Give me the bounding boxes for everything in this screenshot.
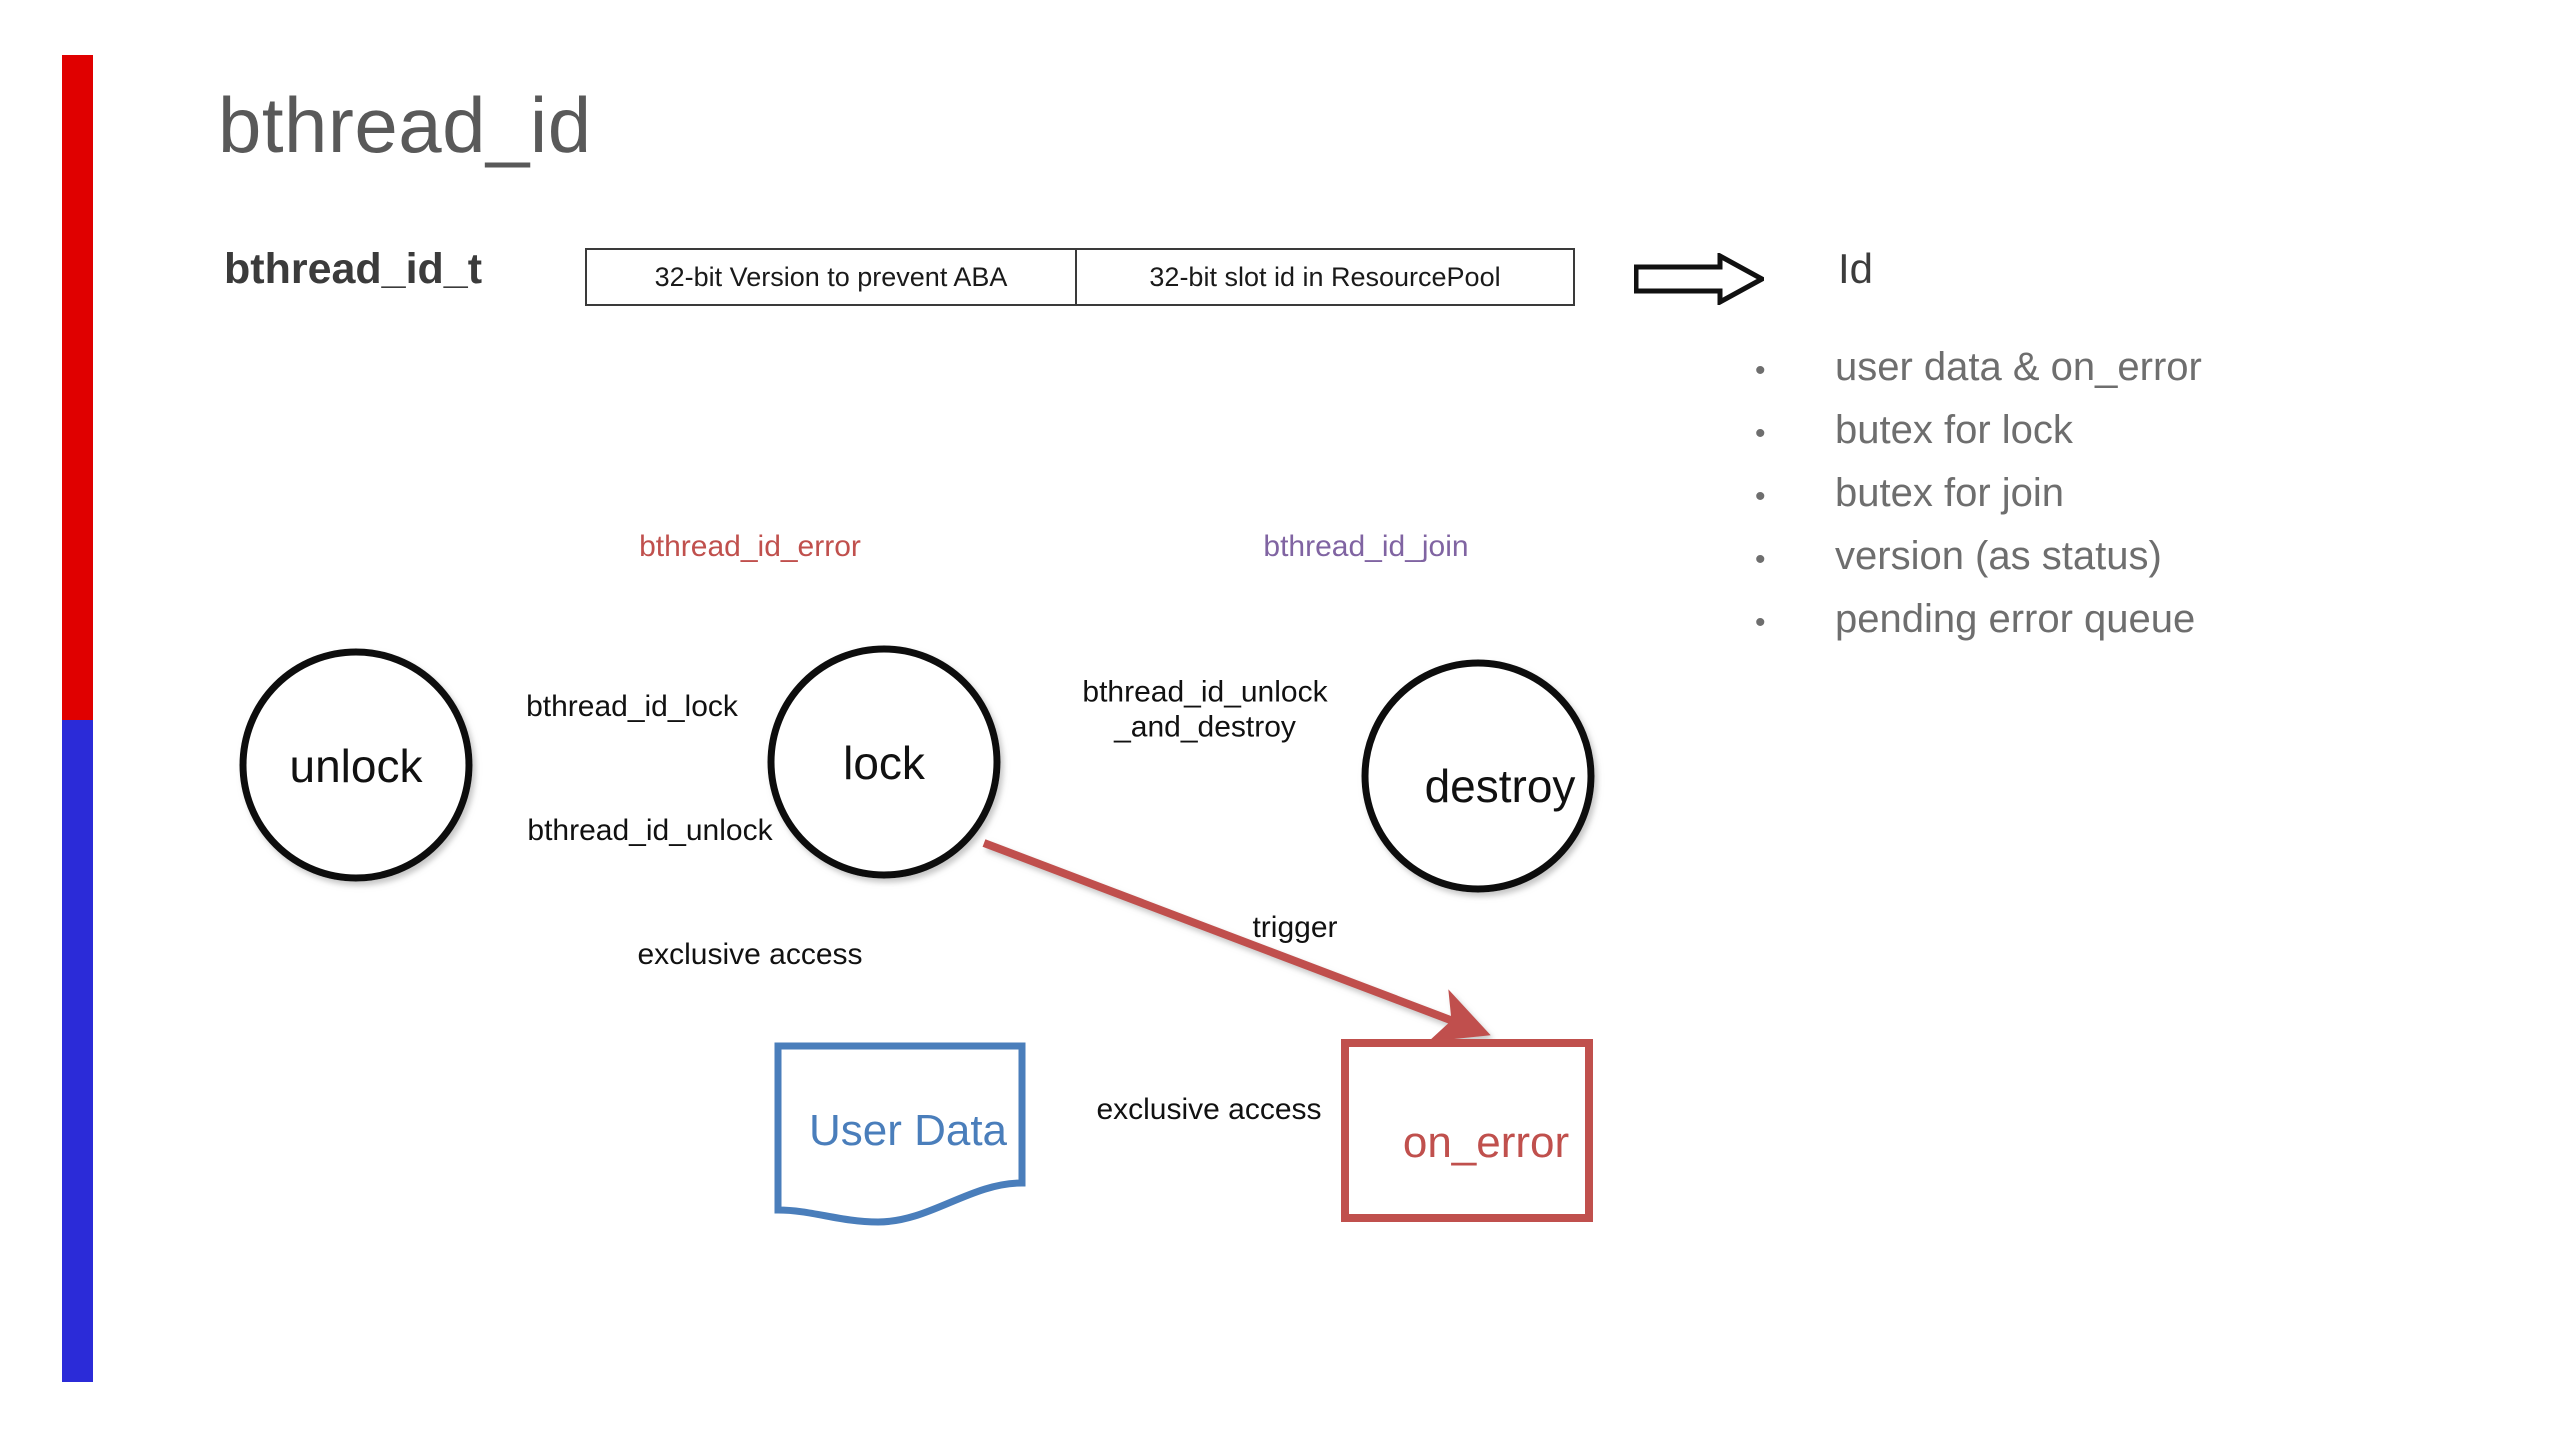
list-item: • version (as status) [1745,534,2445,597]
edge-label-bthread-id-unlock-and-destroy: bthread_id_unlock _and_destroy [1082,676,1327,745]
list-item: • butex for join [1745,471,2445,534]
edge-label-exclusive-access-lock: exclusive access [637,937,863,971]
list-item-label: butex for join [1835,471,2065,515]
struct-field-version: 32-bit Version to prevent ABA [587,250,1077,304]
accent-bar-red-segment [62,55,93,720]
bullet-dot-icon: • [1755,480,1766,513]
list-item-label: butex for lock [1835,408,2073,452]
edge-label-line-1: bthread_id_unlock [1082,675,1328,709]
list-item-label: version (as status) [1835,534,2162,578]
bullet-dot-icon: • [1755,417,1766,450]
type-name-label: bthread_id_t [224,245,483,293]
edge-label-trigger: trigger [1252,910,1338,944]
edge-label-bthread-id-lock: bthread_id_lock [526,689,738,723]
node-label-on-error: on_error [1402,1118,1570,1167]
list-item-label: user data & on_error [1835,345,2202,389]
list-item: • user data & on_error [1745,345,2445,408]
node-label-user-data: User Data [808,1106,1008,1155]
struct-field-slot-id: 32-bit slot id in ResourcePool [1149,261,1501,292]
bullet-dot-icon: • [1755,543,1766,576]
list-item-label: pending error queue [1835,597,2196,641]
id-feature-list: • user data & on_error • butex for lock … [1745,345,2445,660]
node-label-lock: lock [843,737,925,789]
left-accent-bar [62,55,93,1382]
list-item: • butex for lock [1745,408,2445,471]
page-title: bthread_id [218,81,592,169]
bullet-dot-icon: • [1755,354,1766,387]
edge-label-bthread-id-join: bthread_id_join [1263,529,1469,563]
edge-label-bthread-id-unlock: bthread_id_unlock [527,813,773,847]
id-panel-heading: Id [1838,245,1874,292]
bthread-id-t-struct-box: 32-bit Version to prevent ABA 32-bit slo… [585,248,1575,306]
node-label-destroy: destroy [1424,760,1576,812]
block-arrow-right-icon [1633,251,1768,307]
edge-label-line-2: _and_destroy [1114,710,1296,743]
accent-bar-blue-segment [62,720,93,1382]
edge-lock-to-on-error [982,839,1491,1042]
node-label-unlock: unlock [289,740,423,792]
list-item: • pending error queue [1745,597,2445,660]
bullet-dot-icon: • [1755,606,1766,639]
edge-label-exclusive-access-on-error: exclusive access [1096,1092,1322,1126]
edge-label-bthread-id-error: bthread_id_error [639,529,861,563]
